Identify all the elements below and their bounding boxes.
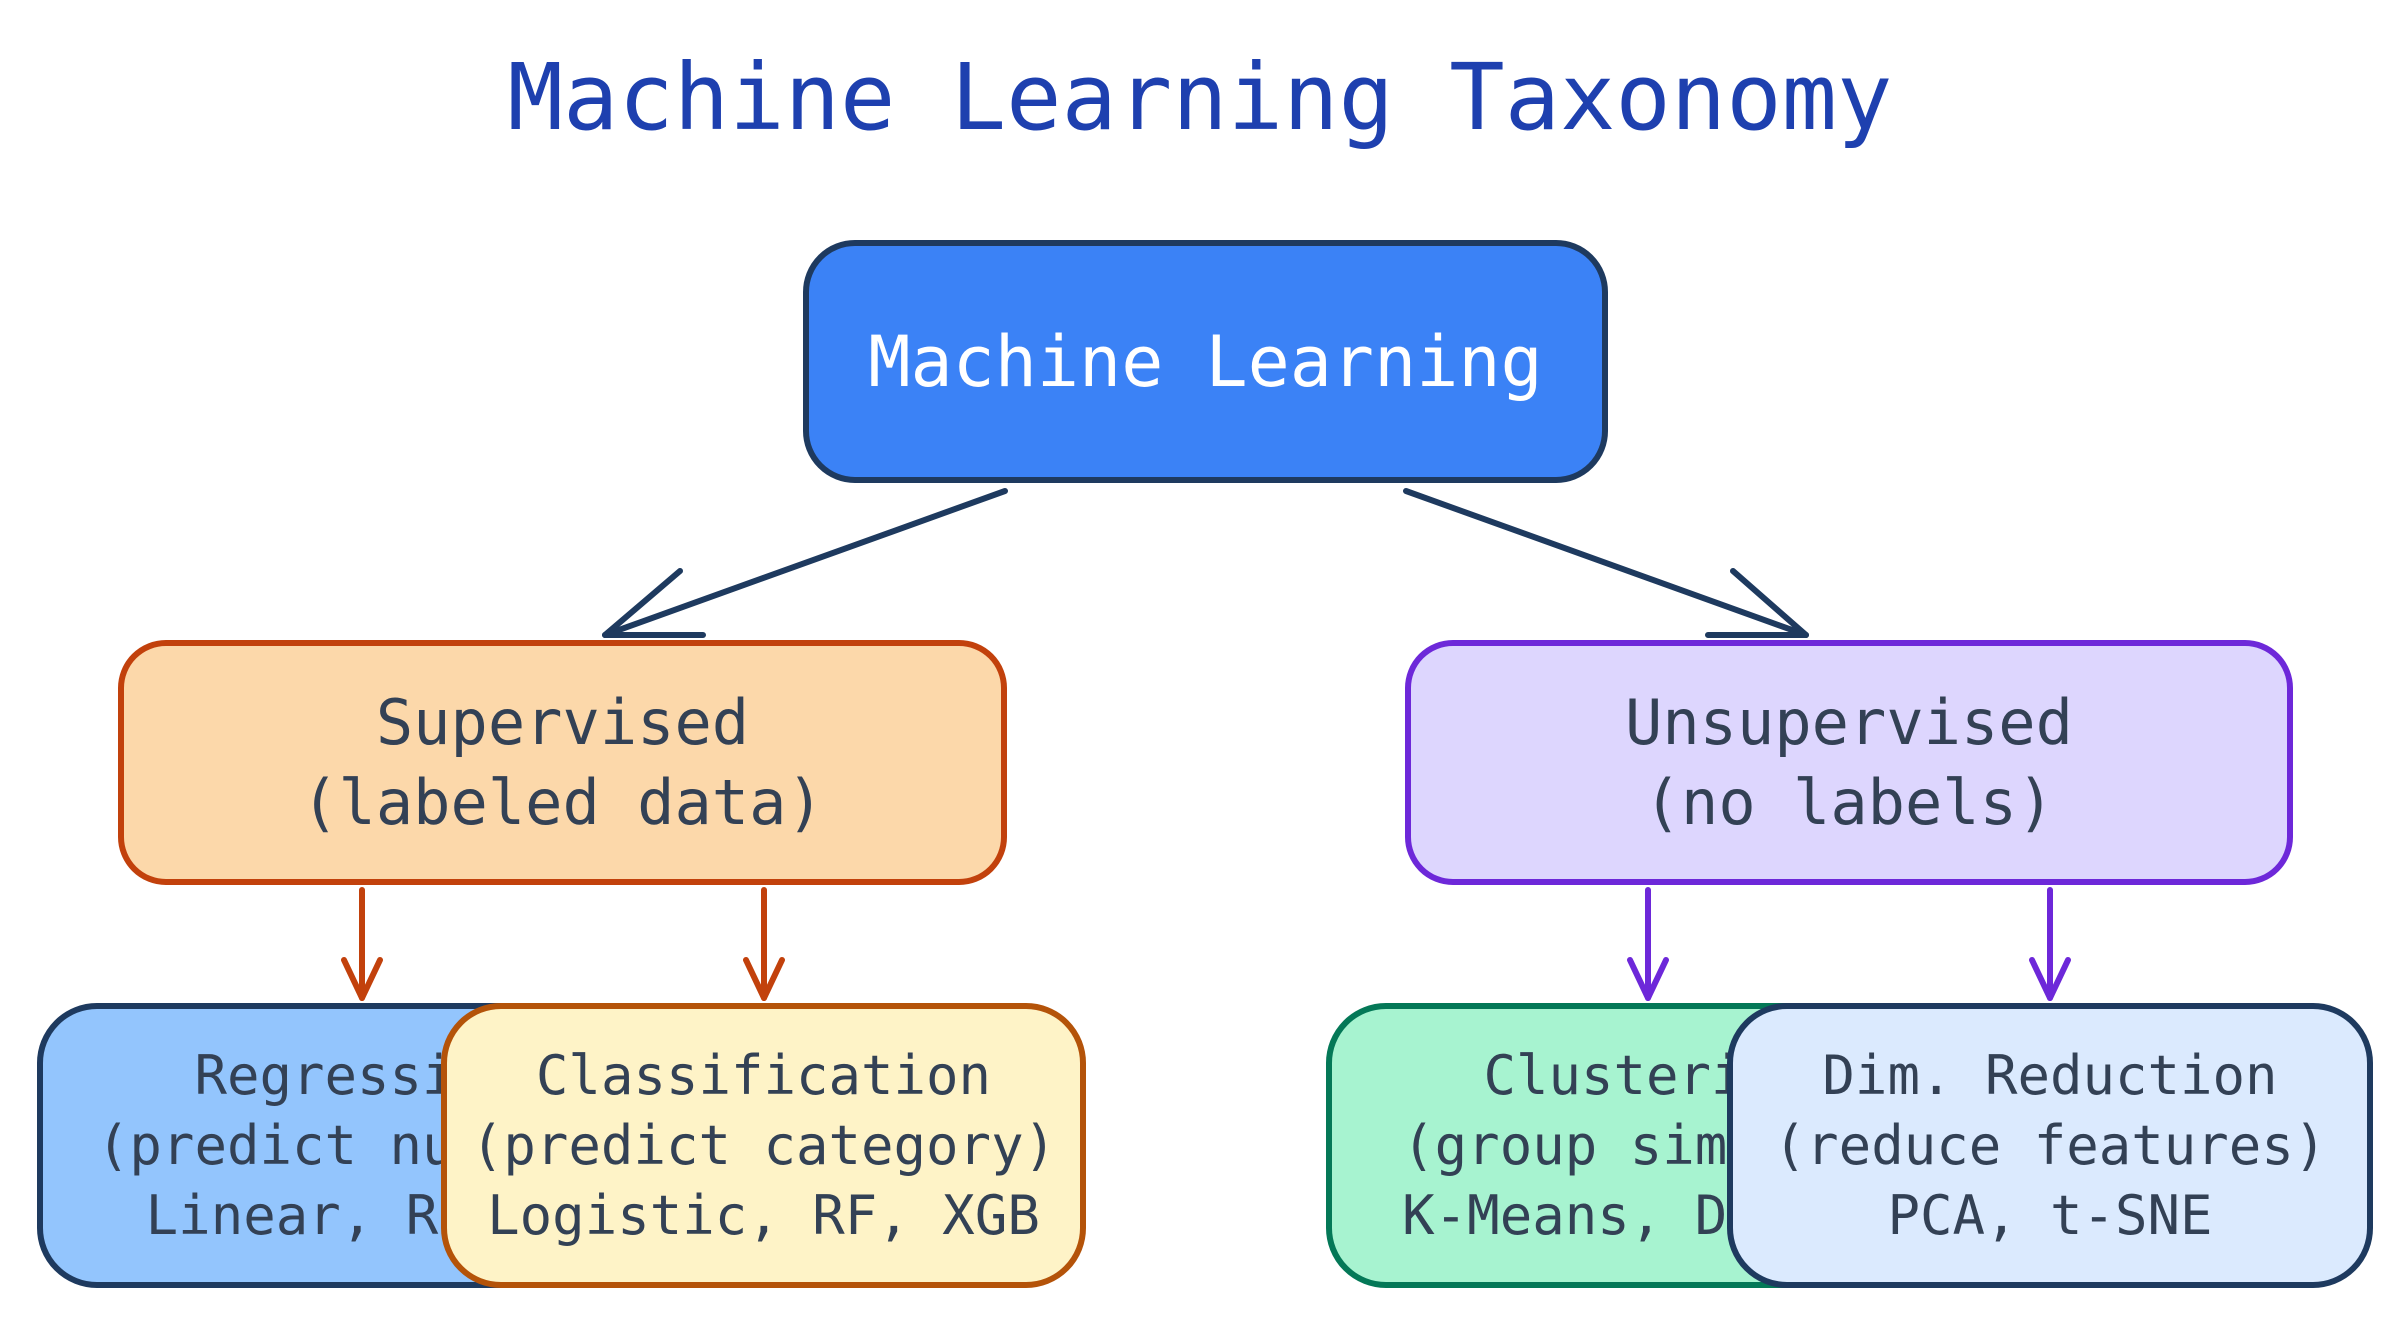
edge-root-to-unsupervised bbox=[1403, 488, 1809, 638]
node-supervised: Supervised (labeled data) bbox=[118, 640, 1007, 885]
diagram-title: Machine Learning Taxonomy bbox=[507, 44, 1893, 151]
edge-unsupervised-to-clustering bbox=[1627, 887, 1669, 1001]
node-classification-label: Classification bbox=[535, 1043, 992, 1107]
node-dim-reduction-examples: PCA, t-SNE bbox=[1887, 1183, 2213, 1247]
node-unsupervised-label: Unsupervised bbox=[1625, 685, 2073, 759]
node-supervised-label: Supervised bbox=[375, 685, 750, 759]
node-dim-reduction-label: Dim. Reduction bbox=[1822, 1043, 2278, 1107]
node-dim-reduction-note: (reduce features) bbox=[1773, 1113, 2327, 1177]
node-classification-note: (predict category) bbox=[470, 1113, 1057, 1177]
node-unsupervised: Unsupervised (no labels) bbox=[1405, 640, 2293, 885]
edge-supervised-to-regression bbox=[341, 887, 383, 1001]
edge-root-to-supervised bbox=[602, 488, 1008, 638]
node-machine-learning: Machine Learning bbox=[803, 240, 1608, 483]
node-machine-learning-label: Machine Learning bbox=[868, 320, 1543, 403]
node-supervised-note: (labeled data) bbox=[301, 765, 824, 839]
edge-supervised-to-classification bbox=[743, 887, 785, 1001]
node-classification: Classification (predict category) Logist… bbox=[441, 1003, 1086, 1288]
node-dim-reduction: Dim. Reduction (reduce features) PCA, t-… bbox=[1727, 1003, 2373, 1288]
node-classification-examples: Logistic, RF, XGB bbox=[487, 1183, 1040, 1247]
node-unsupervised-note: (no labels) bbox=[1643, 765, 2055, 839]
edge-unsupervised-to-dim-reduction bbox=[2029, 887, 2071, 1001]
